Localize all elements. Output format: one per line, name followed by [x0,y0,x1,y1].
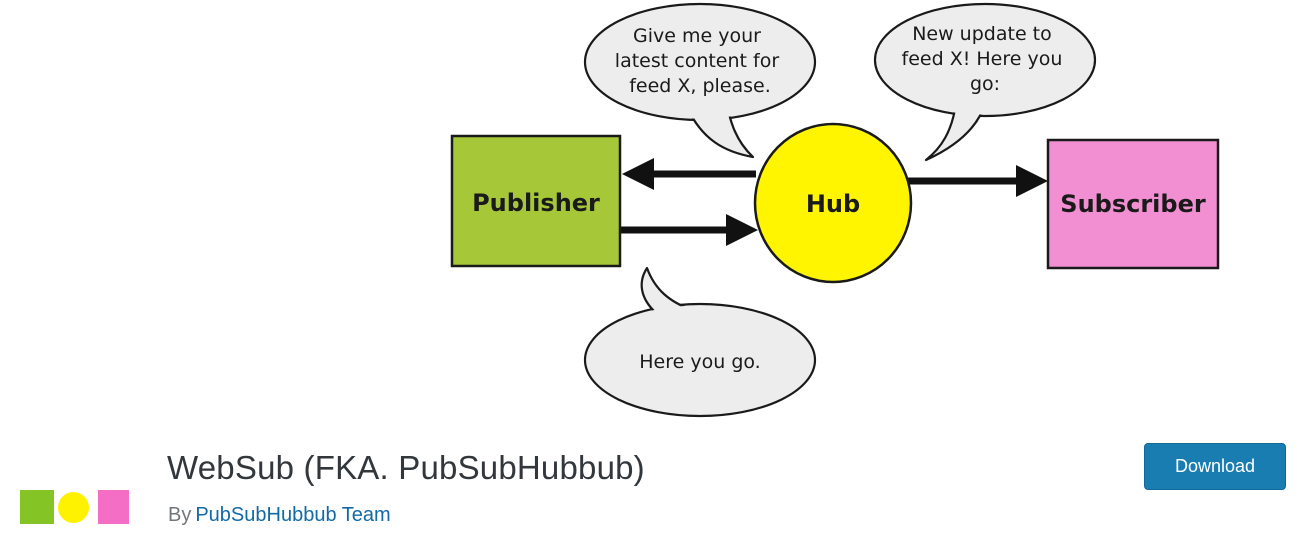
plugin-icon-yellow-circle [58,491,89,523]
plugin-title: WebSub (FKA. PubSubHubbub) [167,449,645,486]
publisher-node: Publisher [450,134,622,268]
speech-bubble-fill [586,5,814,119]
publisher-label: Publisher [472,189,600,217]
speech-bubble-request: Give me your latest content for feed X, … [583,2,817,159]
speech-bubble-request-text: Give me your latest content for feed X, … [615,25,785,97]
speech-bubble-response: Here you go. [583,266,817,418]
publisher-box [450,134,622,268]
pubsubhubbub-diagram: Give me your latest content for feed X, … [450,2,1220,418]
arrow-publisher-to-hub [620,214,758,246]
speech-bubble-tail [640,266,694,315]
speech-bubble-tail [924,101,987,162]
subscriber-node: Subscriber [1046,138,1220,270]
plugin-icon-pink-square [98,490,129,524]
author-link[interactable]: PubSubHubbub Team [195,504,391,526]
arrow-hub-to-publisher [622,158,756,190]
speech-bubble-update-text: New update to feed X! Here you go: [902,23,1069,95]
subscriber-box [1046,138,1220,270]
hub-node: Hub [753,122,913,284]
plugin-icon-green-square [20,490,54,524]
speech-bubble-fill [876,5,1094,115]
hub-label: Hub [806,190,860,218]
speech-bubble-update: New update to feed X! Here you go: [873,2,1097,162]
subscriber-label: Subscriber [1060,190,1206,218]
plugin-icon [20,490,130,524]
download-button[interactable]: Download [1144,443,1286,490]
speech-bubble-response-text: Here you go. [639,351,760,373]
hub-circle [753,122,913,284]
byline-prefix: By [168,504,192,526]
arrow-hub-to-subscriber [908,165,1048,197]
speech-bubble-fill [586,305,814,415]
